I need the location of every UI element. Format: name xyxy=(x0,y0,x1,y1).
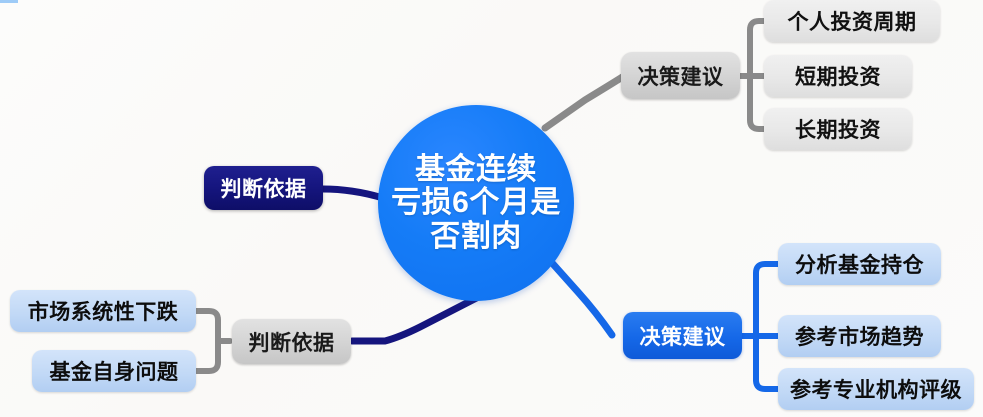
edge-bottom-left-child-2 xyxy=(193,338,221,374)
central-node-line-2: 亏损6个月是 xyxy=(391,186,561,220)
edge-center-to-top-right xyxy=(541,72,628,132)
edge-bottom-left-child-1 xyxy=(193,308,221,344)
edge-center-to-bottom-right xyxy=(541,251,616,339)
central-node-line-1: 基金连续 xyxy=(415,152,537,186)
branch-node-bottom-left-basis[interactable]: 判断依据 xyxy=(232,319,351,364)
branch-node-top-right-decision[interactable]: 决策建议 xyxy=(621,52,740,99)
central-node[interactable]: 基金连续 亏损6个月是 否割肉 xyxy=(378,105,574,301)
leaf-node-fund-internal-problem[interactable]: 基金自身问题 xyxy=(32,350,196,392)
branch-node-bottom-right-decision[interactable]: 决策建议 xyxy=(623,312,742,359)
leaf-node-personal-investment-cycle[interactable]: 个人投资周期 xyxy=(764,0,940,42)
leaf-node-reference-market-trend[interactable]: 参考市场趋势 xyxy=(778,315,941,357)
central-node-line-3: 否割肉 xyxy=(430,219,522,253)
edge-bottom-right-child-3 xyxy=(753,333,781,392)
leaf-node-analyze-fund-holdings[interactable]: 分析基金持仓 xyxy=(778,243,941,285)
branch-node-middle-left-basis[interactable]: 判断依据 xyxy=(204,166,323,210)
leaf-node-market-systemic-decline[interactable]: 市场系统性下跌 xyxy=(10,290,196,332)
leaf-node-long-term-investment[interactable]: 长期投资 xyxy=(764,108,912,150)
edge-bottom-right-child-1 xyxy=(753,261,781,339)
scroll-indicator-artifact xyxy=(0,0,18,3)
leaf-node-short-term-investment[interactable]: 短期投资 xyxy=(764,55,912,97)
leaf-node-reference-professional-rating[interactable]: 参考专业机构评级 xyxy=(778,368,974,410)
